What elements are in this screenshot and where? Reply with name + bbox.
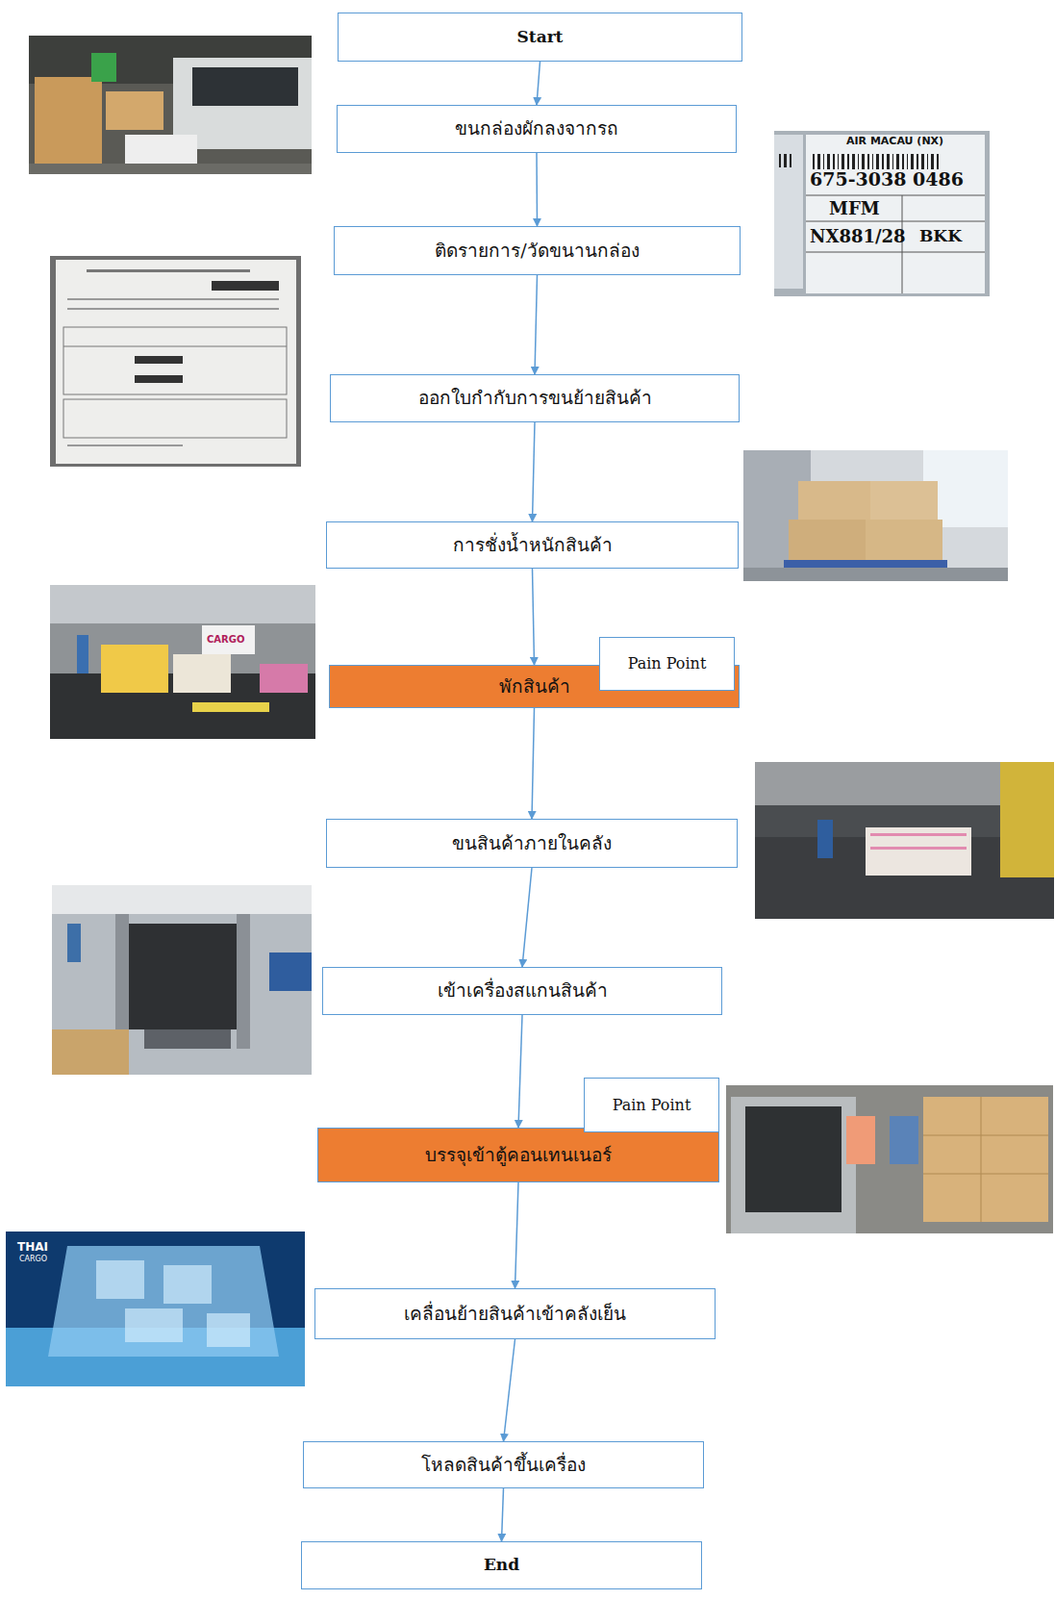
terminal-box: End xyxy=(301,1540,703,1589)
step-text: ออกใบกำกับการขนย้ายสินค้า xyxy=(418,386,653,410)
process-box: ขนกล่องผักลงจากรถ xyxy=(336,104,737,153)
pain-point-step: บรรจุเข้าตู้คอนเทนเนอร์ xyxy=(317,1127,720,1182)
process-box: การชั่งน้ำหนักสินค้า xyxy=(326,521,739,569)
photo-text: CARGO xyxy=(206,633,246,645)
pain-point-text: Pain Point xyxy=(627,653,707,674)
photo-text: CARGO xyxy=(19,1255,48,1264)
step-text: การชั่งน้ำหนักสินค้า xyxy=(452,533,613,557)
warehouse-transfer-photo xyxy=(754,761,1055,919)
step-text: โหลดสินค้าขึ้นเครื่อง xyxy=(421,1453,586,1477)
flow-arrow xyxy=(515,1181,520,1288)
pain-point-tag: Pain Point xyxy=(599,636,735,691)
process-box: เข้าเครื่องสแกนสินค้า xyxy=(322,966,723,1015)
process-box: เคลื่อนย้ายสินค้าเข้าคลังเย็น xyxy=(314,1287,716,1339)
transport-document-photo xyxy=(50,255,302,467)
terminal-box: Start xyxy=(337,12,743,62)
pain-point-tag: Pain Point xyxy=(583,1077,720,1132)
flow-arrow xyxy=(522,867,532,967)
step-text: End xyxy=(483,1554,520,1575)
flow-arrow xyxy=(535,152,538,227)
step-text: ติดรายการ/วัดขนานกล่อง xyxy=(434,239,639,263)
container-loading-photo xyxy=(726,1084,1054,1233)
unloading-photo xyxy=(28,35,312,175)
cool-storage-photo xyxy=(5,1230,305,1386)
flow-arrow xyxy=(503,1338,516,1441)
step-text: บรรจุเข้าตู้คอนเทนเนอร์ xyxy=(425,1143,612,1167)
process-box: ติดรายการ/วัดขนานกล่อง xyxy=(333,226,741,276)
step-text: เคลื่อนย้ายสินค้าเข้าคลังเย็น xyxy=(403,1302,627,1326)
photo-text: BKK xyxy=(919,226,962,246)
holding-area-photo xyxy=(50,584,316,739)
flow-arrow xyxy=(518,1014,523,1128)
photo-text: AIR MACAU (NX) xyxy=(846,135,944,148)
process-box: โหลดสินค้าขึ้นเครื่อง xyxy=(302,1440,704,1488)
flow-arrow xyxy=(502,1487,504,1541)
flow-arrow xyxy=(532,422,536,522)
flow-arrow xyxy=(531,707,535,819)
step-text: ขนสินค้าภายในคลัง xyxy=(452,831,612,855)
step-text: เข้าเครื่องสแกนสินค้า xyxy=(437,979,608,1003)
scanner-photo xyxy=(51,884,312,1075)
step-text: Start xyxy=(517,26,564,48)
flow-arrow xyxy=(536,61,541,105)
flow-arrow xyxy=(534,275,538,375)
pain-point-text: Pain Point xyxy=(612,1095,692,1115)
airway-label-photo xyxy=(774,130,990,297)
process-box: ขนสินค้าภายในคลัง xyxy=(326,818,738,868)
process-box: ออกใบกำกับการขนย้ายสินค้า xyxy=(329,374,740,423)
photo-text: 675-3038 0486 xyxy=(809,169,964,190)
weighing-photo xyxy=(743,450,1008,581)
step-text: ขนกล่องผักลงจากรถ xyxy=(454,117,619,141)
photo-text: THAI xyxy=(17,1240,49,1254)
step-text: พักสินค้า xyxy=(499,675,571,699)
photo-text: MFM xyxy=(828,199,880,219)
flow-arrow xyxy=(532,568,535,665)
photo-text: NX881/28 xyxy=(809,226,906,247)
